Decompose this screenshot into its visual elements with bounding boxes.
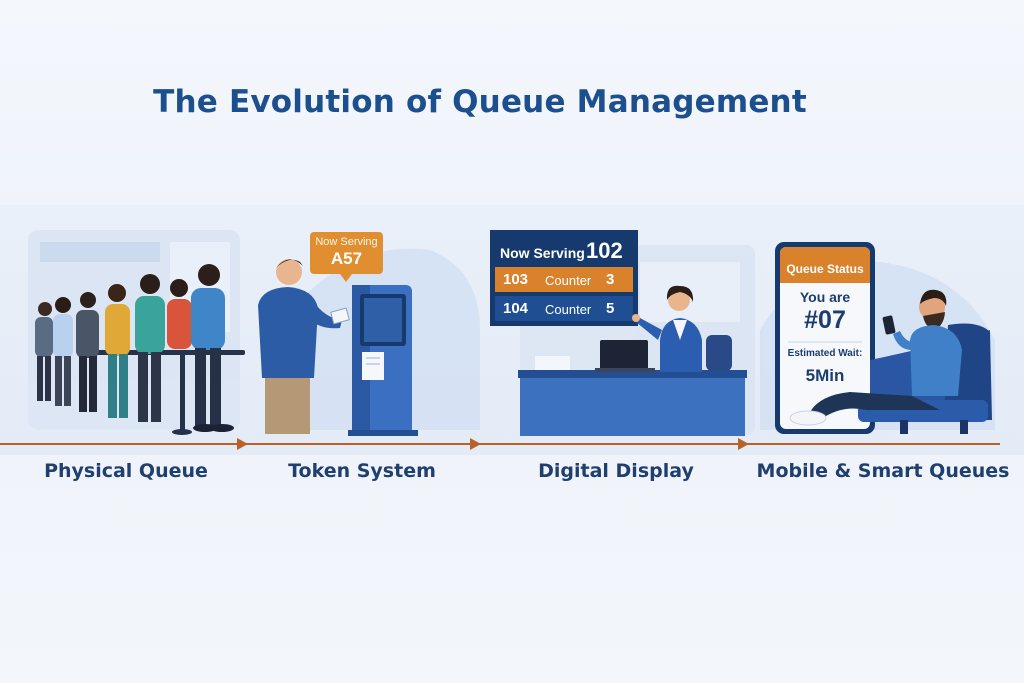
display-row-counter-label: Counter	[545, 302, 592, 317]
token-sign-caption: Now Serving	[315, 236, 378, 248]
phone-wait-value: 5Min	[805, 366, 845, 385]
phone-wait-label: Estimated Wait:	[787, 348, 863, 359]
phone-you-are: You are	[799, 289, 851, 305]
mobile-queue-scene	[775, 242, 992, 434]
phone-header: Queue Status	[786, 262, 864, 276]
physical-queue-people	[35, 264, 245, 435]
digital-display-scene	[490, 230, 747, 436]
display-row-ticket: 104	[503, 300, 529, 317]
display-row-counter: 3	[606, 271, 615, 288]
token-sign-number: A57	[330, 249, 363, 268]
display-header-number: 102	[586, 238, 623, 263]
page-title: The Evolution of Queue Management	[153, 84, 807, 120]
stage-label-mobile-smart-queues: Mobile & Smart Queues	[756, 460, 1010, 482]
stage-label-digital-display: Digital Display	[538, 460, 694, 482]
timeline-arrow	[0, 438, 1000, 450]
display-row-counter-label: Counter	[545, 273, 592, 288]
token-kiosk-scene	[258, 232, 418, 436]
stage-label-physical-queue: Physical Queue	[44, 460, 208, 482]
display-row-counter: 5	[606, 300, 615, 317]
stage-label-token-system: Token System	[288, 460, 436, 482]
display-row-ticket: 103	[503, 271, 529, 288]
display-header-label: Now Serving	[500, 245, 585, 261]
phone-position: #07	[804, 306, 846, 334]
